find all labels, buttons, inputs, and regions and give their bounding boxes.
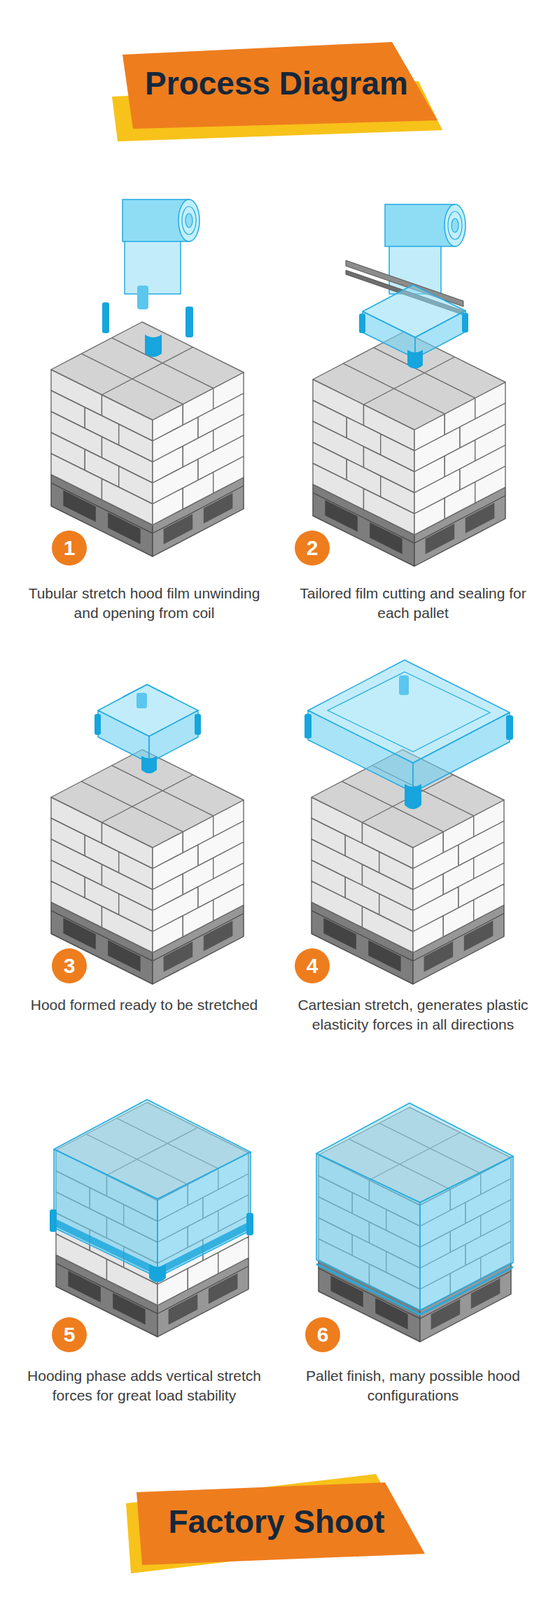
callout-number: 3: [63, 955, 76, 977]
step-number-circle: 2: [294, 530, 330, 566]
step-number-circle: 6: [305, 1317, 341, 1353]
callout-number: 1: [63, 537, 76, 559]
step-number-circle: 5: [51, 1317, 87, 1353]
step-caption: Tailored film cutting and sealing for ea…: [283, 583, 543, 624]
stack-panel-3: [51, 684, 244, 985]
step-number-circle: 3: [51, 948, 87, 984]
step-caption: Pallet finish, many possible hood config…: [283, 1366, 543, 1407]
callout-number: 2: [306, 537, 319, 559]
stack-panel-5: [49, 1099, 254, 1337]
banner-heading: Factory Shoot: [168, 1502, 385, 1542]
stack-panel-6: [316, 1103, 514, 1342]
stack-panel-4: [304, 660, 514, 985]
step-caption: Hooding phase adds vertical stretch forc…: [14, 1366, 274, 1407]
step-number-circle: 4: [294, 948, 330, 984]
page-title: Process Diagram: [0, 64, 553, 103]
stack-panel-1: [51, 199, 244, 557]
callout-number: 5: [63, 1324, 76, 1346]
step-caption: Hood formed ready to be stretched: [14, 995, 274, 1015]
step-caption: Cartesian stretch, generates plastic ela…: [283, 995, 543, 1036]
callout-number: 4: [306, 955, 319, 977]
step-number-circle: 1: [51, 530, 87, 566]
stack-panel-2: [312, 204, 506, 567]
section-banner: Factory Shoot: [122, 1470, 431, 1575]
step-caption: Tubular stretch hood film unwinding and …: [14, 583, 274, 624]
callout-number: 6: [317, 1324, 329, 1346]
